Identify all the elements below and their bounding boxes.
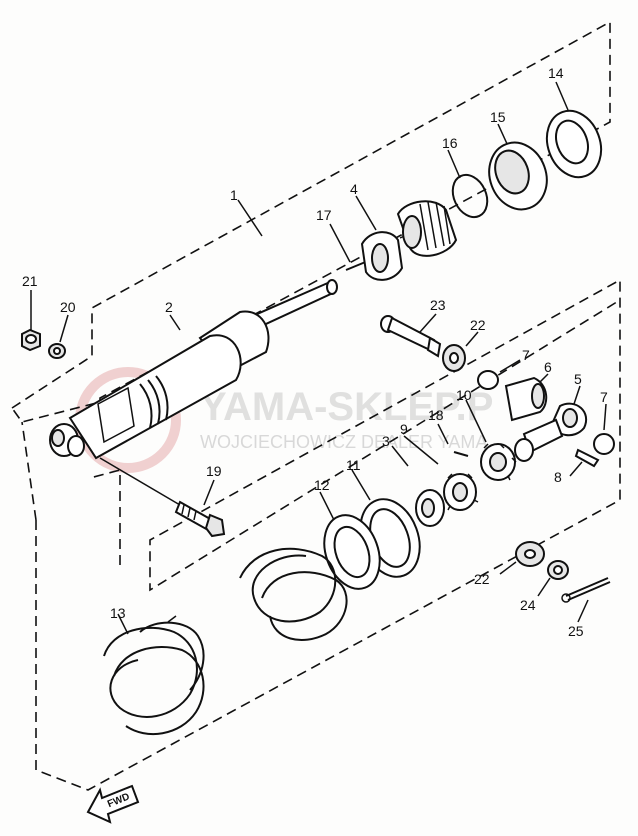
watermark: YAMA-SKLEP.P WOJCIECHOWICZ DEALER YAMA: [75, 367, 493, 473]
sub-assembly-boundary: [35, 278, 621, 791]
part-12-spring-guide: [319, 491, 381, 590]
part-7-bushing-right: [593, 403, 615, 455]
forward-arrow-icon: FWD: [86, 784, 140, 824]
callout-13: 13: [110, 605, 126, 621]
callout-24: 24: [520, 597, 536, 613]
part-13-main-spring: [103, 613, 205, 736]
callout-22-upper: 22: [470, 317, 486, 333]
callout-9: 9: [400, 421, 408, 437]
part-3-seat-lower: [415, 489, 445, 527]
part-7-bushing-left: [477, 359, 521, 390]
spring-coil-upper: [239, 547, 348, 641]
part-21-nut: [21, 290, 41, 352]
part-22-washer-upper: [442, 331, 479, 372]
part-2-shock-absorber: [49, 279, 338, 460]
callout-7-right: 7: [600, 389, 608, 405]
callout-16: 16: [442, 135, 458, 151]
part-20-washer: [48, 314, 69, 359]
callout-14: 14: [548, 65, 564, 81]
part-16-circlip: [447, 149, 489, 219]
callout-17: 17: [316, 207, 332, 223]
callout-7-left: 7: [522, 347, 530, 363]
callout-15: 15: [490, 109, 506, 125]
callout-5: 5: [574, 371, 582, 387]
part-4-bumper: [355, 195, 419, 281]
callout-21: 21: [22, 273, 38, 289]
part-24-nut: [537, 560, 569, 597]
lower-boundary: [21, 421, 37, 521]
callout-2: 2: [165, 299, 173, 315]
part-spring-seat-threaded: [396, 200, 458, 257]
callout-25: 25: [568, 623, 584, 639]
callout-4: 4: [350, 181, 358, 197]
part-5-bracket: [514, 385, 587, 462]
part-10-lock-nut: [465, 399, 517, 481]
callout-10: 10: [456, 387, 472, 403]
part-14-seat-ring: [545, 81, 603, 179]
part-8-pin: [569, 448, 600, 477]
watermark-brand: YAMA-SKLEP.P: [200, 385, 493, 429]
callout-3-upper: 3: [382, 433, 390, 449]
callout-19: 19: [206, 463, 222, 479]
part-9-adjusting-nut: [403, 435, 479, 511]
callout-6: 6: [544, 359, 552, 375]
callout-23: 23: [430, 297, 446, 313]
callout-labels: 1 2 3 4 5 6 7 7 8 9 10 11 12 13 14 15 16…: [22, 65, 608, 639]
callout-20: 20: [60, 299, 76, 315]
callout-18: 18: [428, 407, 444, 423]
watermark-subtitle: WOJCIECHOWICZ DEALER YAMA: [200, 432, 487, 452]
mid-boundary: [89, 468, 121, 565]
callout-1: 1: [230, 187, 238, 203]
part-3-nut-upper: [391, 445, 409, 467]
callout-22-lower: 22: [474, 571, 490, 587]
leader-1: [237, 199, 263, 237]
callout-12: 12: [314, 477, 330, 493]
part-6-bushing: [504, 373, 549, 422]
callout-8: 8: [554, 469, 562, 485]
callout-11: 11: [346, 457, 361, 473]
assembly-boundary: [10, 20, 611, 423]
part-22-washer-lower: [499, 541, 545, 575]
part-15-retainer: [488, 123, 548, 211]
part-18-pin: [437, 423, 469, 457]
part-23-bolt: [380, 313, 442, 358]
part-25-cotter-pin: [561, 577, 611, 623]
part-19-bolt: [99, 457, 226, 538]
